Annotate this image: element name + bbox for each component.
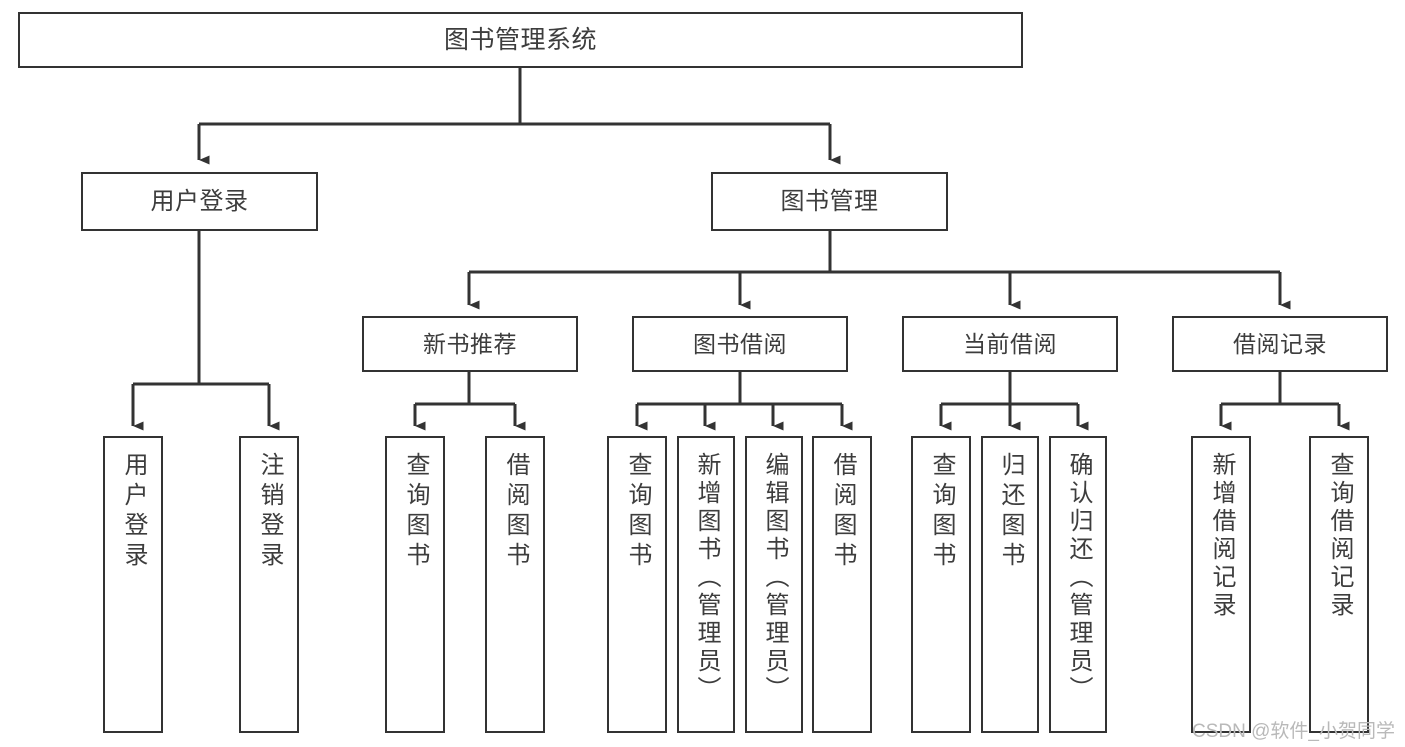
connector-group-current-borrow <box>939 372 1089 431</box>
leaf-current-borrow-query-label: 查询图书 <box>928 452 955 572</box>
leaf-book-borrow-edit-label: 编辑图书（管理员） <box>761 452 788 704</box>
leaf-book-borrow-borrow-label: 借阅图书 <box>829 452 856 572</box>
leaf-book-borrow-borrow[interactable]: 借阅图书 <box>812 436 872 733</box>
node-book-management[interactable]: 图书管理 <box>711 172 948 231</box>
leaf-user-login-signout[interactable]: 注销登录 <box>239 436 299 733</box>
node-book-borrow-label: 图书借阅 <box>693 330 787 357</box>
leaf-user-login-signin-label: 用户登录 <box>120 452 147 572</box>
node-current-borrow[interactable]: 当前借阅 <box>902 316 1118 372</box>
connector-group-root <box>197 68 841 165</box>
leaf-new-book-borrow-label: 借阅图书 <box>502 452 529 572</box>
node-book-borrow[interactable]: 图书借阅 <box>632 316 848 372</box>
connector-group-user-login <box>131 231 280 431</box>
leaf-borrow-record-query-label: 查询借阅记录 <box>1326 452 1353 620</box>
leaf-current-borrow-confirm[interactable]: 确认归还（管理员） <box>1049 436 1107 733</box>
node-root-system[interactable]: 图书管理系统 <box>18 12 1023 68</box>
leaf-new-book-query-label: 查询图书 <box>402 452 429 572</box>
leaf-book-borrow-query-label: 查询图书 <box>624 452 651 572</box>
connector-group-borrow-record <box>1219 372 1350 431</box>
connector-group-new-book <box>413 372 526 431</box>
leaf-book-borrow-add[interactable]: 新增图书（管理员） <box>677 436 735 733</box>
leaf-current-borrow-return-label: 归还图书 <box>997 452 1024 572</box>
leaf-user-login-signin[interactable]: 用户登录 <box>103 436 163 733</box>
leaf-current-borrow-query[interactable]: 查询图书 <box>911 436 971 733</box>
node-new-book-recommend-label: 新书推荐 <box>423 330 517 357</box>
node-user-login-label: 用户登录 <box>150 187 249 215</box>
leaf-book-borrow-edit[interactable]: 编辑图书（管理员） <box>745 436 803 733</box>
leaf-borrow-record-query[interactable]: 查询借阅记录 <box>1309 436 1369 733</box>
connector-group-book-manage <box>467 231 1291 310</box>
leaf-new-book-borrow[interactable]: 借阅图书 <box>485 436 545 733</box>
leaf-book-borrow-query[interactable]: 查询图书 <box>607 436 667 733</box>
node-book-management-label: 图书管理 <box>780 187 879 215</box>
node-new-book-recommend[interactable]: 新书推荐 <box>362 316 578 372</box>
connector-group-book-borrow <box>635 372 853 431</box>
leaf-current-borrow-confirm-label: 确认归还（管理员） <box>1065 452 1092 704</box>
node-borrow-record-label: 借阅记录 <box>1233 330 1327 357</box>
leaf-user-login-signout-label: 注销登录 <box>256 452 283 572</box>
node-root-label: 图书管理系统 <box>443 25 597 54</box>
leaf-new-book-query[interactable]: 查询图书 <box>385 436 445 733</box>
leaf-borrow-record-add[interactable]: 新增借阅记录 <box>1191 436 1251 733</box>
node-user-login[interactable]: 用户登录 <box>81 172 318 231</box>
leaf-book-borrow-add-label: 新增图书（管理员） <box>693 452 720 704</box>
node-borrow-record[interactable]: 借阅记录 <box>1172 316 1388 372</box>
node-current-borrow-label: 当前借阅 <box>963 330 1057 357</box>
leaf-current-borrow-return[interactable]: 归还图书 <box>981 436 1039 733</box>
leaf-borrow-record-add-label: 新增借阅记录 <box>1208 452 1235 620</box>
